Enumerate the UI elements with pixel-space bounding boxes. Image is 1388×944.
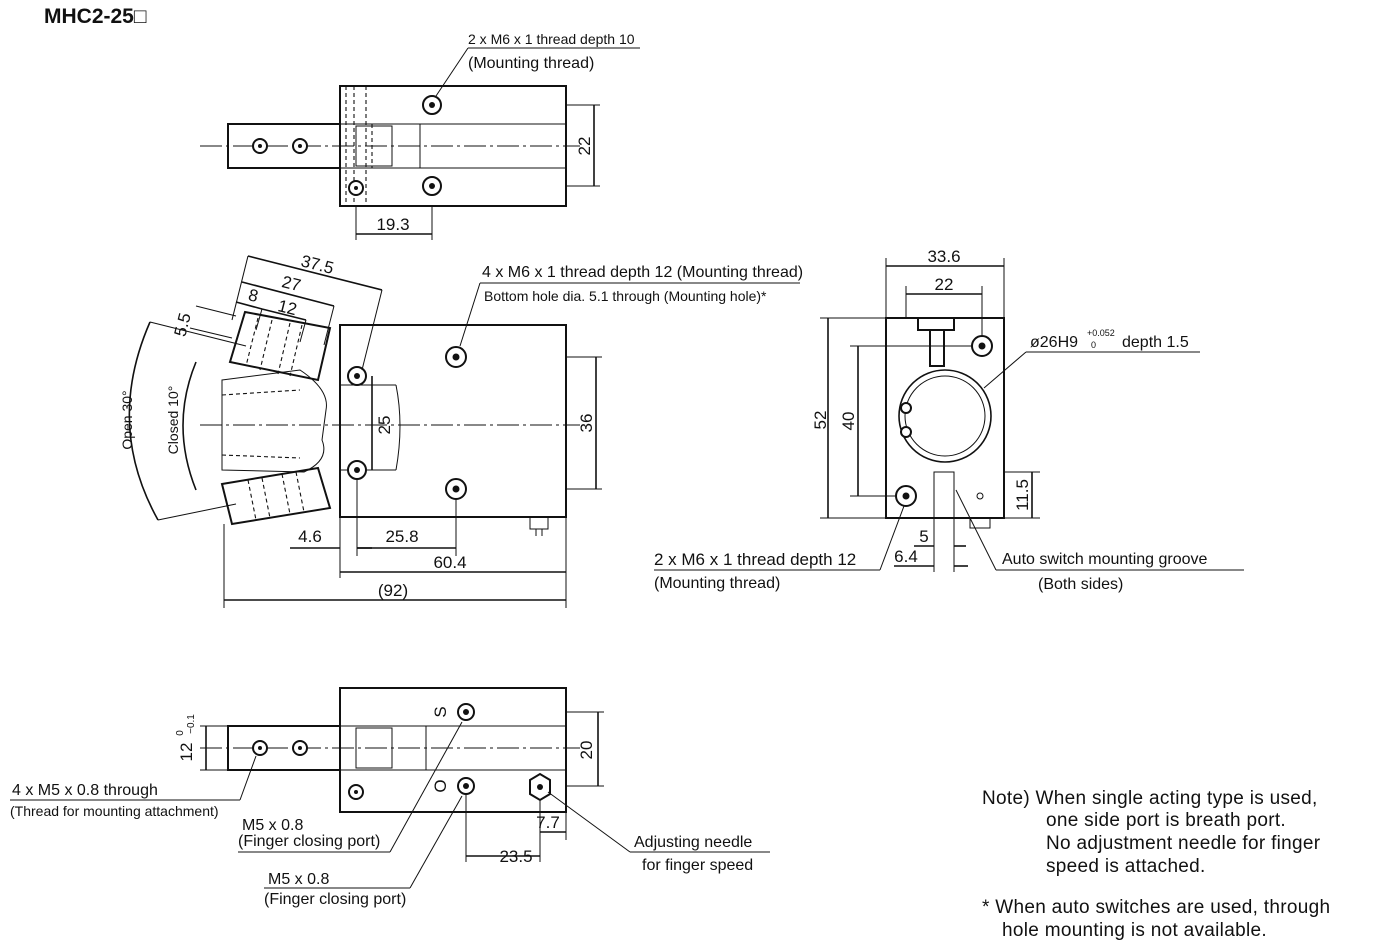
port-o-label: O [431, 779, 450, 792]
front-dim-25: 25 [375, 416, 394, 435]
bottom-dim-20: 20 [577, 741, 596, 760]
needle-callout-line2: for finger speed [642, 857, 753, 874]
side-dim-6-4: 6.4 [894, 547, 918, 566]
front-upper-finger [228, 310, 332, 382]
bottom-dim-12: 12 [177, 743, 196, 762]
port-s-label: S [431, 706, 450, 717]
side-bore-outer [898, 369, 992, 463]
port1-callout-line1: M5 x 0.8 [242, 817, 303, 834]
side-dim-11-5: 11.5 [1013, 479, 1032, 511]
side-callout-left-line1: 2 x M6 x 1 thread depth 12 [654, 550, 856, 569]
note-line2: one side port is breath port. [1046, 810, 1286, 831]
side-view: 33.6 22 ø26H9 +0.052 0 depth 1.5 52 40 1… [654, 247, 1244, 593]
note-line4: speed is attached. [1046, 856, 1206, 877]
footnote-line1: * When auto switches are used, through [982, 897, 1330, 918]
drawing-title: MHC2-25□ [44, 5, 147, 28]
note-line3: No adjustment needle for finger [1046, 833, 1321, 854]
top-dim-width: 19.3 [376, 215, 409, 234]
port2-callout-line1: M5 x 0.8 [268, 871, 329, 888]
attach-callout-line1: 4 x M5 x 0.8 through [12, 782, 158, 799]
side-callout-right-line1: Auto switch mounting groove [1002, 551, 1208, 568]
front-callout-line2: Bottom hole dia. 5.1 through (Mounting h… [484, 288, 767, 304]
closed-angle-arc [182, 361, 197, 491]
side-dim-52: 52 [811, 411, 830, 430]
front-dim-8: 8 [246, 285, 260, 306]
front-dim-36: 36 [577, 414, 596, 433]
side-dim-22: 22 [935, 275, 954, 294]
side-bore-inner [904, 375, 986, 457]
side-bore-suffix: depth 1.5 [1122, 334, 1189, 351]
top-callout-line2: (Mounting thread) [468, 55, 594, 72]
side-bore-prefix: ø26H9 [1030, 334, 1078, 351]
front-lower-finger [220, 466, 332, 526]
front-dim-27: 27 [280, 272, 303, 295]
side-dim-40: 40 [839, 412, 858, 431]
open-angle-arc [128, 321, 159, 521]
note-line1: Note) When single acting type is used, [982, 788, 1318, 809]
front-dim-5-5: 5.5 [171, 311, 195, 339]
top-callout-line1: 2 x M6 x 1 thread depth 10 [468, 31, 635, 47]
notes: Note) When single acting type is used, o… [982, 788, 1330, 941]
front-dim-92: (92) [378, 581, 408, 600]
bottom-view: S O 12 0 −0.1 20 7.7 23.5 4 x M5 x 0.8 t… [10, 687, 770, 908]
bottom-dim-7-7: 7.7 [536, 813, 560, 832]
side-callout-left-line2: (Mounting thread) [654, 575, 780, 592]
open-angle-label: Open 30° [119, 390, 135, 449]
front-jaws [221, 369, 327, 473]
needle-callout-line1: Adjusting needle [634, 834, 752, 851]
bottom-dim-12-lower: −0.1 [186, 714, 197, 734]
front-dim-60-4: 60.4 [433, 553, 466, 572]
bottom-view-body [339, 687, 567, 813]
footnote-line2: hole mounting is not available. [1002, 920, 1267, 941]
bottom-dim-12-upper: 0 [175, 730, 186, 736]
port2-callout-line2: (Finger closing port) [264, 891, 406, 908]
top-dim-height: 22 [575, 137, 594, 156]
side-bore-tol-upper: +0.052 [1087, 328, 1115, 338]
front-dim-12: 12 [276, 296, 299, 319]
port1-callout-line2: (Finger closing port) [238, 833, 380, 850]
front-dim-4-6: 4.6 [298, 527, 322, 546]
attach-callout-line2: (Thread for mounting attachment) [10, 803, 219, 819]
side-callout-right-line2: (Both sides) [1038, 576, 1123, 593]
side-dim-5: 5 [919, 527, 928, 546]
front-dim-25-8: 25.8 [385, 527, 418, 546]
top-view: 2 x M6 x 1 thread depth 10 (Mounting thr… [200, 31, 640, 240]
side-dim-33-6: 33.6 [927, 247, 960, 266]
bottom-dim-23-5: 23.5 [499, 847, 532, 866]
closed-angle-label: Closed 10° [165, 386, 181, 455]
front-callout-line1: 4 x M6 x 1 thread depth 12 (Mounting thr… [482, 264, 803, 281]
side-bore-tol-lower: 0 [1091, 340, 1096, 350]
front-dim-37-5: 37.5 [299, 251, 336, 277]
front-view: 4 x M6 x 1 thread depth 12 (Mounting thr… [119, 251, 803, 608]
